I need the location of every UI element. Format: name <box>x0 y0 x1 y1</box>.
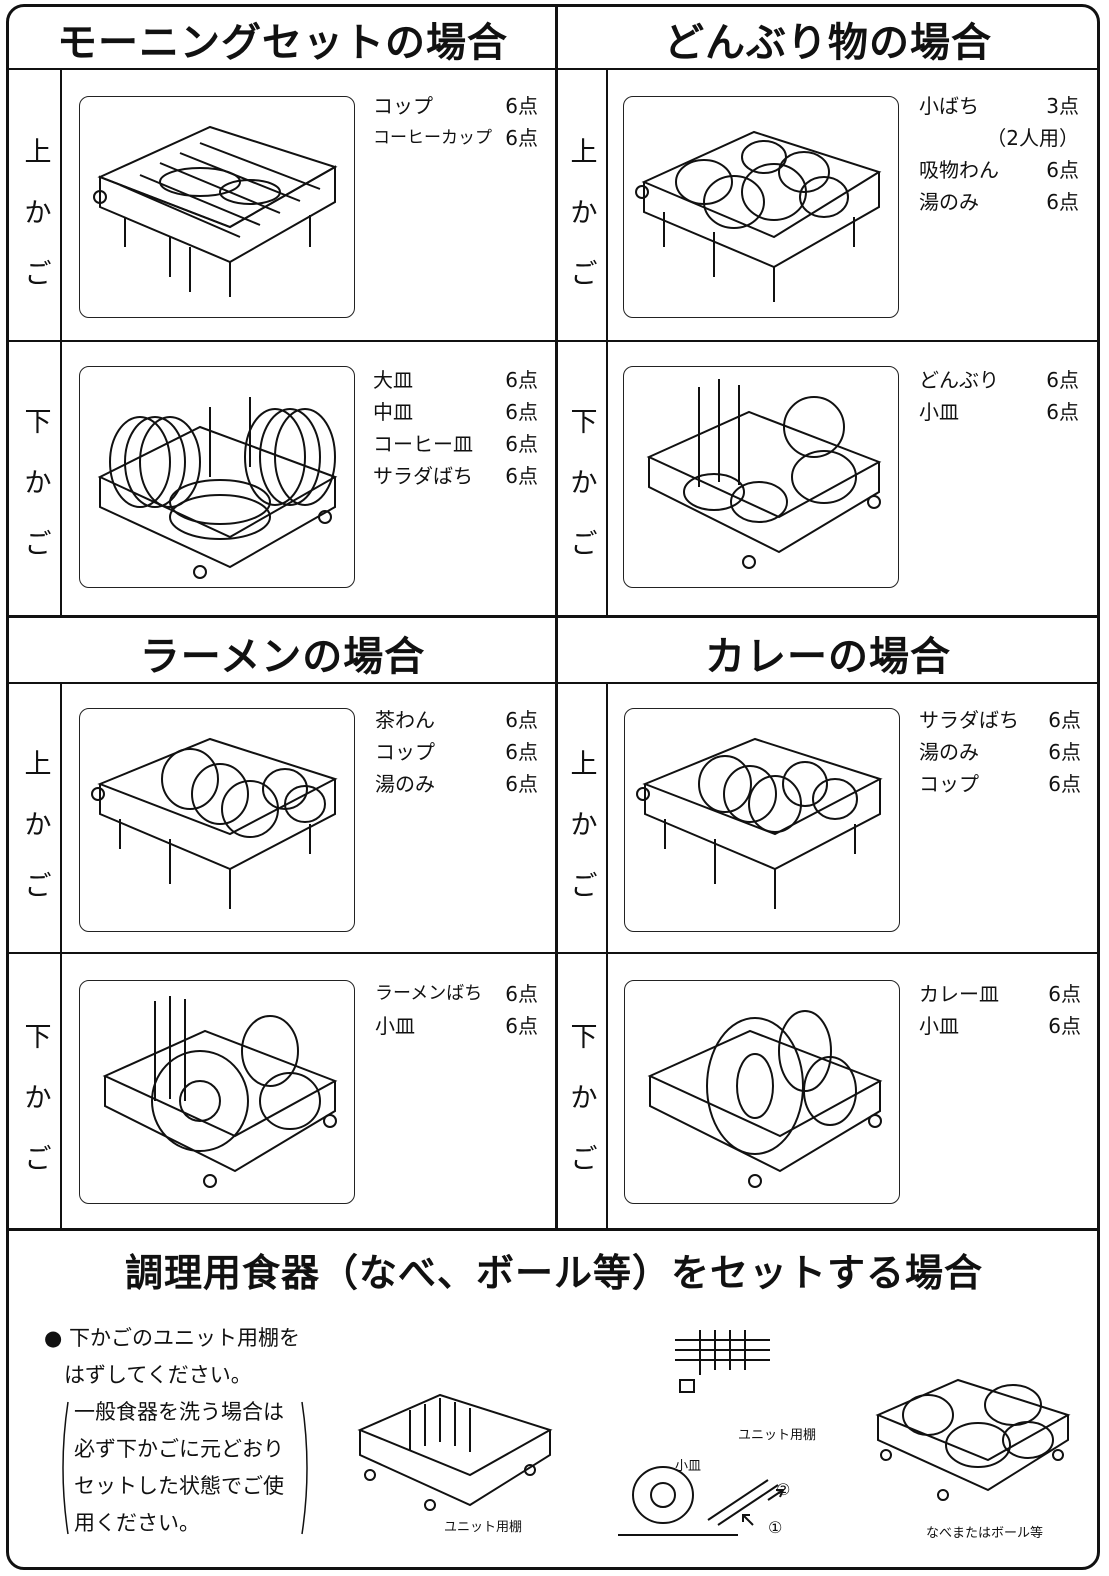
center-divider-top <box>555 6 558 1230</box>
lower-basket-illustration <box>623 366 899 588</box>
lower-basket-label: 下かご <box>570 1021 598 1175</box>
divider-row-major <box>8 615 1098 618</box>
divider-bottom-section <box>8 1228 1098 1231</box>
upper-basket-illustration <box>624 708 900 932</box>
lower-basket-illustration <box>79 366 355 588</box>
section-title-morning: モーニングセットの場合 <box>57 20 508 66</box>
side-col-line-3 <box>60 682 62 1228</box>
cookware-section-title: 調理用食器（なべ、ボール等）をセットする場合 <box>124 1251 983 1295</box>
lower-basket-label: 下かご <box>24 1021 52 1175</box>
lower-basket-illustration <box>624 980 900 1204</box>
lower-basket-label: 下かご <box>570 406 598 560</box>
side-col-line-2 <box>606 68 608 615</box>
step-1-marker: ① <box>768 1518 783 1537</box>
unit-shelf-callout: ユニット用棚 <box>738 1428 817 1443</box>
pot-or-bowl-label: なべまたはボール等 <box>926 1526 1044 1541</box>
upper-basket-label: 上かご <box>24 136 52 290</box>
side-col-line-4 <box>606 682 608 1228</box>
upper-basket-illustration <box>623 96 899 318</box>
side-col-line-1 <box>60 68 62 615</box>
divider-row2-mid <box>8 952 1098 954</box>
serving-note: （2人用） <box>986 126 1079 150</box>
lower-basket-label: 下かご <box>24 406 52 560</box>
divider-row1-mid <box>8 340 1098 342</box>
shelf-removal-illustration <box>618 1440 808 1540</box>
upper-basket-label: 上かご <box>24 748 52 902</box>
upper-basket-illustration <box>79 96 355 318</box>
step-2-marker: ② <box>776 1480 791 1499</box>
header-underline-row1 <box>8 68 1098 70</box>
lower-basket-illustration <box>79 980 355 1204</box>
section-title-ramen: ラーメンの場合 <box>139 634 426 680</box>
rack-without-shelf-illustration <box>350 1370 560 1520</box>
unit-shelf-label: ユニット用棚 <box>444 1520 523 1535</box>
upper-basket-illustration <box>79 708 355 932</box>
pot-bowl-rack-illustration <box>868 1360 1078 1510</box>
instruction-sheet <box>6 4 1100 1570</box>
upper-basket-label: 上かご <box>570 136 598 290</box>
cookware-instructions: ● 下かごのユニット用棚を はずしてください。 一般食器を洗う場合は 必ず下かご… <box>44 1320 324 1542</box>
section-title-curry: カレーの場合 <box>705 634 951 680</box>
small-plate-callout: 小皿 <box>675 1459 702 1474</box>
upper-basket-label: 上かご <box>570 748 598 902</box>
shelf-detail-illustration <box>670 1325 780 1405</box>
header-underline-row2 <box>8 682 1098 684</box>
section-title-donburi: どんぶり物の場合 <box>664 20 992 66</box>
